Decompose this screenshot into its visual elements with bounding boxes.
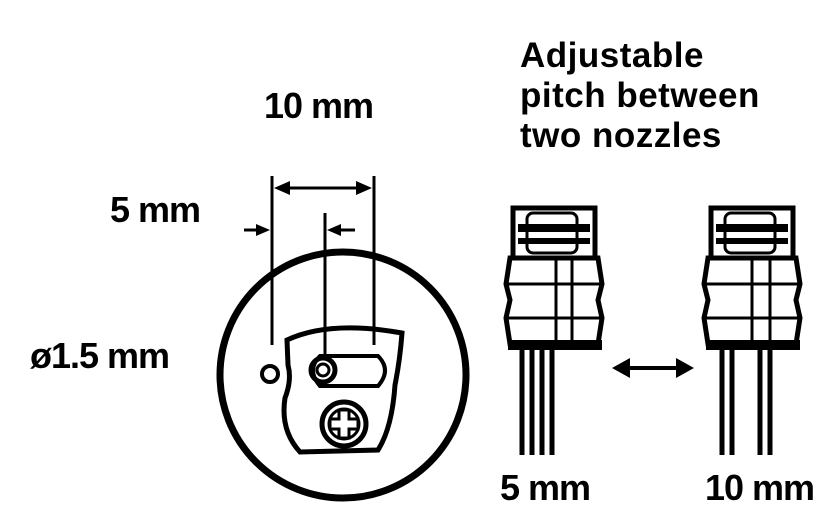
heading-line-2: pitch between xyxy=(520,76,760,115)
outer-circle xyxy=(216,248,470,502)
dimension-label-diameter: ø1.5 mm xyxy=(30,335,170,376)
nozzle-hole-movable-outer xyxy=(308,355,338,385)
nozzle-assembly-10mm xyxy=(701,205,803,455)
double-arrow-icon xyxy=(612,358,694,378)
dimension-label-5mm: 5 mm xyxy=(110,189,201,230)
caption-nozzle-10mm: 10 mm xyxy=(705,467,815,508)
nozzle-hole-small xyxy=(260,364,280,384)
nozzle-assembly-5mm xyxy=(503,205,605,455)
caption-nozzle-5mm: 5 mm xyxy=(500,467,591,508)
heading-line-3: two nozzles xyxy=(520,116,722,155)
adjustment-plate xyxy=(281,325,405,455)
nozzle-hole-movable-inner xyxy=(315,362,331,378)
phillips-screw-icon xyxy=(319,399,369,449)
top-view xyxy=(216,176,470,502)
dim-5mm-arrow-right xyxy=(327,224,341,236)
dimension-label-10mm: 10 mm xyxy=(264,85,374,126)
dim-5mm-arrow-left xyxy=(256,224,270,236)
heading-line-1: Adjustable xyxy=(520,36,704,75)
dim-10mm-arrow-right xyxy=(356,181,372,195)
dim-10mm-arrow-left xyxy=(274,181,290,195)
